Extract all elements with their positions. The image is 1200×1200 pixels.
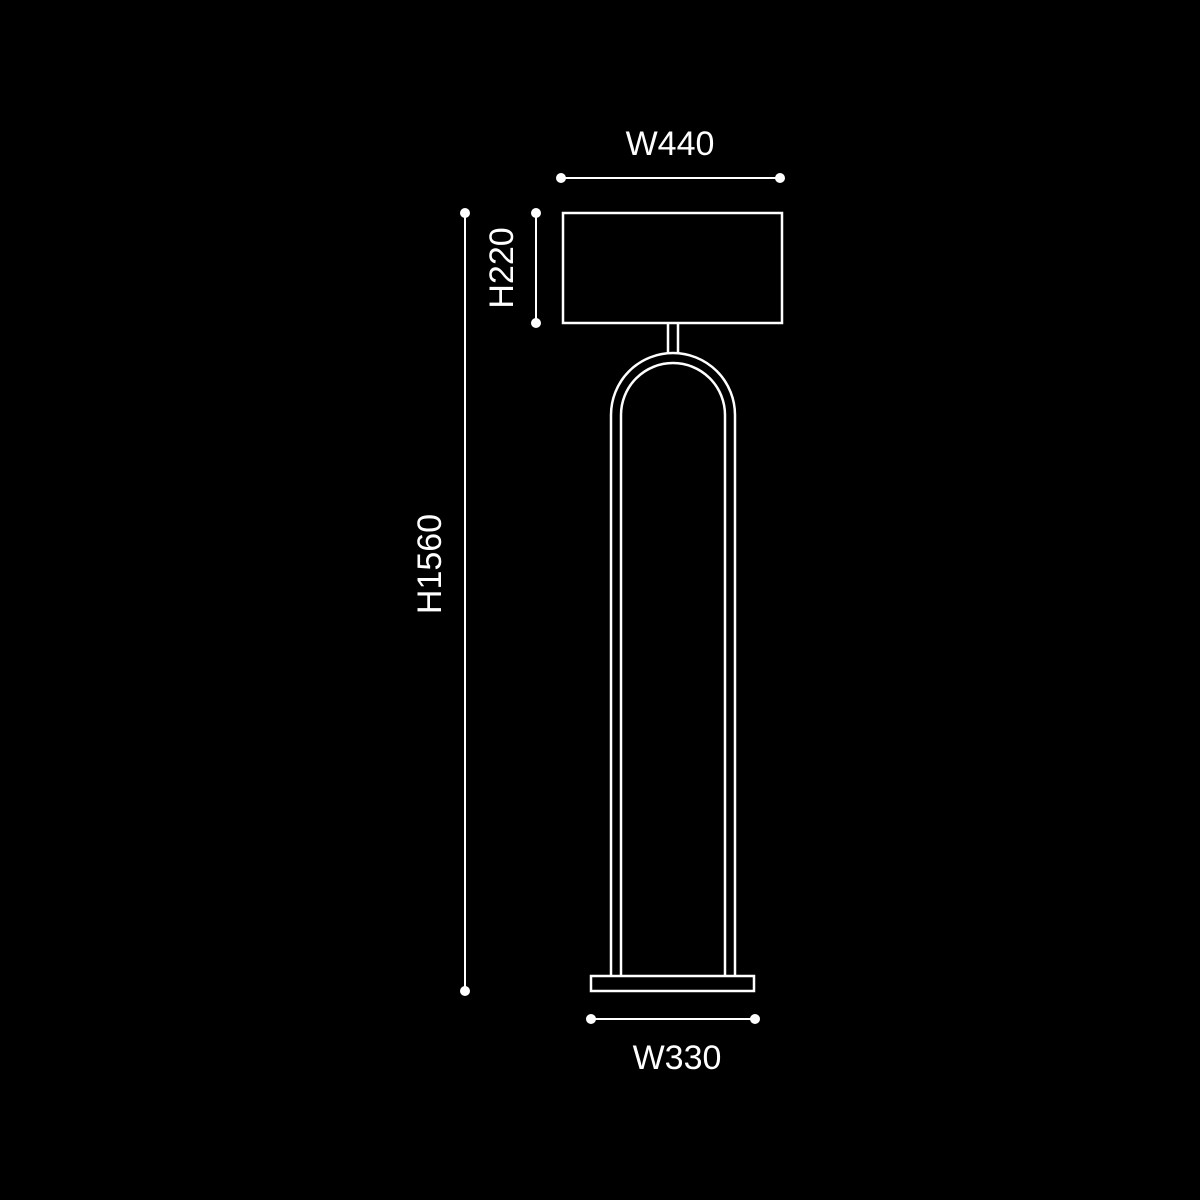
label-base-width: W330 [633, 1039, 722, 1077]
lamp-shade [561, 211, 784, 325]
label-shade-height: H220 [483, 227, 521, 308]
inner-arch [619, 361, 727, 975]
lamp-outline [561, 211, 784, 993]
label-shade-width: W440 [626, 125, 715, 163]
label-total-height: H1560 [411, 514, 449, 614]
dimension-lines [460, 173, 785, 1024]
lamp-base [589, 974, 756, 993]
outer-arch [609, 351, 737, 975]
